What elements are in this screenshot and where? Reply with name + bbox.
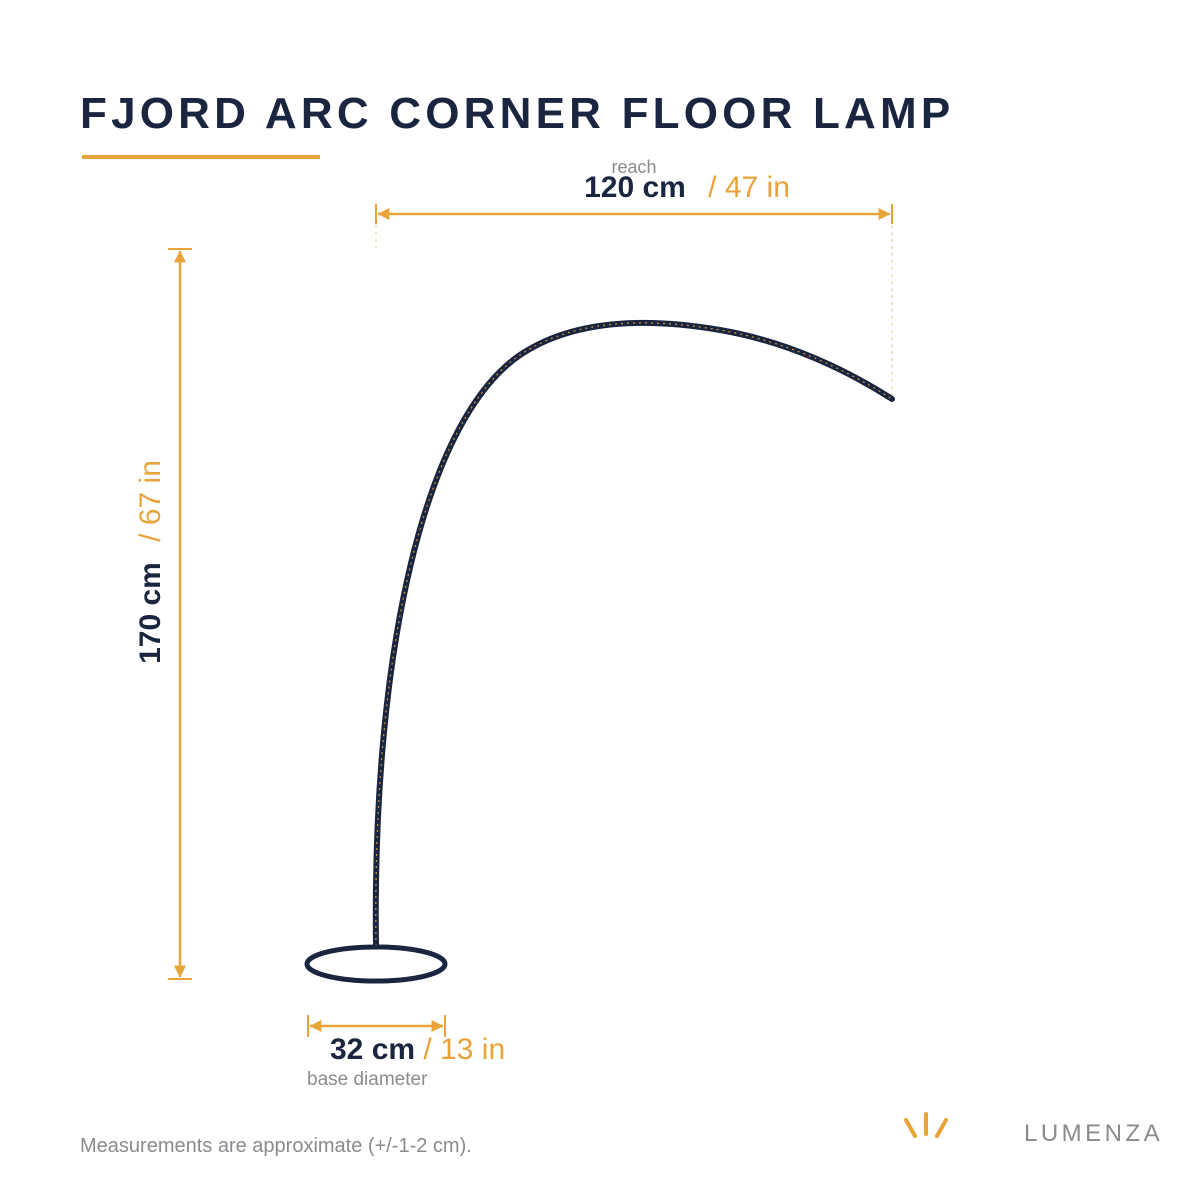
reach-imperial: / 47 in (708, 171, 790, 204)
lamp-arc (372, 319, 895, 949)
lamp-arc-highlight (375, 322, 893, 947)
base-label: base diameter (307, 1069, 428, 1090)
base-measurement: 32 cm / 13 in (330, 1033, 505, 1066)
reach-measurement: 120 cm / 47 in (584, 171, 790, 204)
height-metric: 170 cm (134, 562, 167, 664)
reach-metric: 120 cm (584, 171, 686, 204)
base-metric: 32 cm (330, 1033, 415, 1066)
height-imperial: / 67 in (134, 460, 167, 542)
base-imperial: / 13 in (423, 1033, 505, 1066)
page-title: FJORD ARC CORNER FLOOR LAMP (80, 89, 955, 138)
lamp-base (304, 944, 448, 984)
sun-rays-icon (904, 1112, 948, 1138)
reach-label: reach (611, 157, 656, 177)
footnote: Measurements are approximate (+/-1-2 cm)… (80, 1135, 472, 1157)
height-measurement: 170 cm / 67 in (134, 460, 167, 664)
title-underline (82, 155, 320, 159)
brand-name: LUMENZA (1024, 1120, 1164, 1147)
